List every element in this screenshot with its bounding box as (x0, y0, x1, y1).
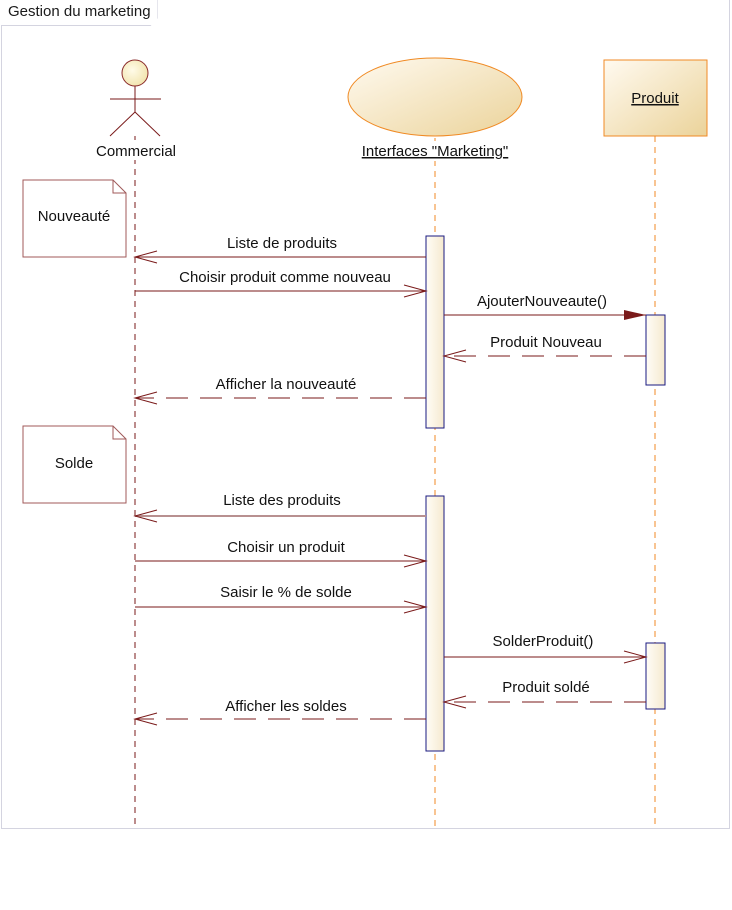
message-arrow[interactable] (133, 250, 426, 264)
message-label: Produit soldé (502, 679, 590, 696)
open-arrowhead-icon (133, 391, 158, 405)
message-arrow[interactable] (135, 284, 428, 298)
message-label: Afficher la nouveauté (216, 376, 357, 393)
message-label: Saisir le % de solde (220, 584, 352, 601)
message-label: Produit Nouveau (490, 334, 602, 351)
message-arrow[interactable] (444, 310, 646, 320)
message-label: AjouterNouveaute() (477, 293, 607, 310)
open-arrowhead-icon (403, 284, 428, 298)
message-label: Liste de produits (227, 235, 337, 252)
diagram-title: Gestion du marketing (1, 0, 158, 26)
message-arrow[interactable] (444, 650, 648, 664)
message-arrow[interactable] (133, 712, 426, 726)
open-arrowhead-icon (442, 695, 467, 709)
message-arrow[interactable] (135, 554, 428, 568)
message-label: Choisir produit comme nouveau (179, 269, 391, 286)
participant-label: Produit (631, 90, 679, 107)
open-arrowhead-icon (133, 250, 158, 264)
open-arrowhead-icon (133, 509, 158, 523)
note-nouveaute[interactable]: Nouveauté (22, 179, 127, 258)
open-arrowhead-icon (403, 600, 428, 614)
note-icon (22, 425, 127, 504)
note-text: Nouveauté (38, 208, 111, 225)
open-arrowhead-icon (403, 554, 428, 568)
message-label: Afficher les soldes (225, 698, 346, 715)
message-arrow[interactable] (442, 349, 646, 363)
activation-produit-2 (645, 642, 666, 710)
message-arrow[interactable] (442, 695, 646, 709)
message-label: Liste des produits (223, 492, 341, 509)
boundary-ellipse-icon (347, 57, 523, 137)
open-arrowhead-icon (623, 650, 648, 664)
filled-arrowhead-icon (624, 310, 646, 320)
message-arrow[interactable] (133, 509, 426, 523)
open-arrowhead-icon (442, 349, 467, 363)
activation-interfaces-1 (425, 235, 445, 429)
participant-produit[interactable]: Produit (603, 59, 708, 137)
object-box (603, 59, 708, 137)
note-icon (22, 179, 127, 258)
diagram-frame (1, 0, 730, 829)
actor-label: Commercial (96, 143, 176, 160)
message-label: Choisir un produit (227, 539, 345, 556)
message-label: SolderProduit() (493, 633, 594, 650)
actor-head-icon (121, 59, 149, 87)
open-arrowhead-icon (133, 712, 158, 726)
message-arrow[interactable] (133, 391, 426, 405)
note-text: Solde (55, 455, 93, 472)
note-solde[interactable]: Solde (22, 425, 127, 504)
actor-commercial[interactable]: Commercial (88, 59, 184, 160)
activation-interfaces-2 (425, 495, 445, 752)
activation-produit-1 (645, 314, 666, 386)
participant-label: Interfaces "Marketing" (362, 143, 509, 160)
participant-interfaces[interactable]: Interfaces "Marketing" (347, 57, 523, 161)
message-arrow[interactable] (135, 600, 428, 614)
